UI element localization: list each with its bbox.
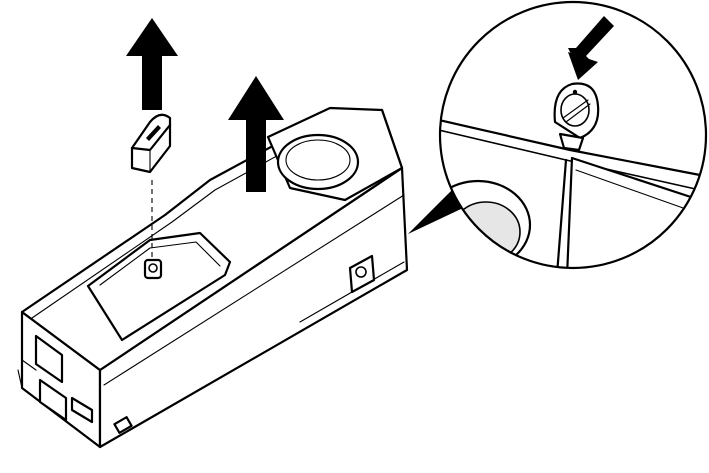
key-detail xyxy=(553,82,600,140)
key-socket xyxy=(143,258,163,280)
up-arrow-icon-large xyxy=(228,76,284,192)
front-cutout-upper xyxy=(34,334,64,384)
front-tab xyxy=(70,396,94,424)
key-cap xyxy=(130,113,172,174)
device-housing xyxy=(17,106,409,449)
detail-circle-border xyxy=(438,0,708,270)
detail-callout xyxy=(438,0,708,270)
side-slot xyxy=(348,254,376,294)
up-arrow-icon xyxy=(126,18,178,110)
top-lid xyxy=(86,231,232,342)
front-cutout-lower xyxy=(38,378,68,422)
down-arrow-icon xyxy=(568,16,614,80)
side-notch xyxy=(113,416,133,434)
round-button xyxy=(276,133,360,191)
